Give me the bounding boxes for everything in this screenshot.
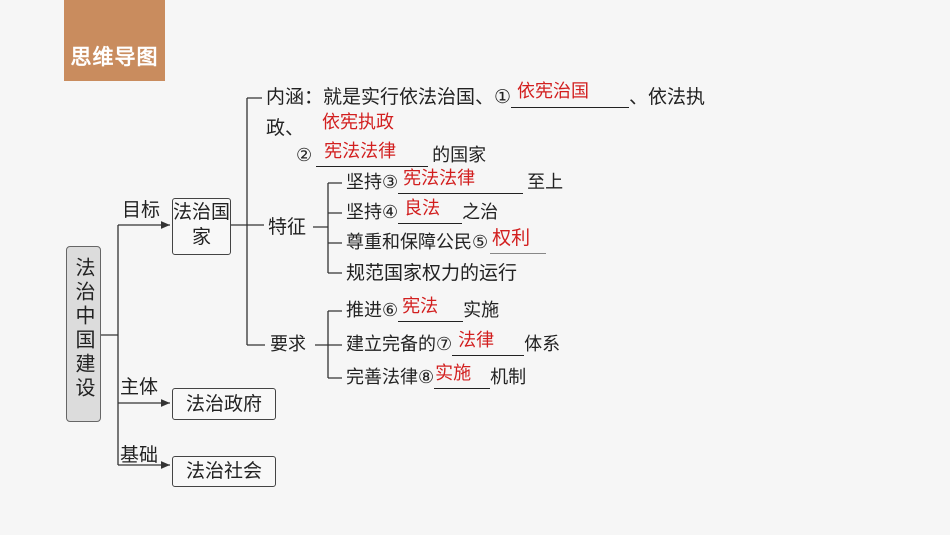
answer-blank-6[interactable]: 宪法 [398, 296, 464, 322]
branch-label-basis: 基础 [120, 444, 159, 466]
requirements-label: 要求 [270, 334, 306, 355]
answer-blank-8[interactable]: 实施 [434, 363, 491, 389]
feature-prefix: 坚持④ [346, 202, 399, 223]
answer-blank-2[interactable]: 宪法法律 [316, 141, 429, 167]
answer-7: 法律 [458, 330, 495, 351]
answer-extra: 依宪执政 [322, 112, 394, 133]
branch-label-goal: 目标 [122, 199, 161, 221]
answer-3: 宪法法律 [403, 168, 476, 189]
requirement-suffix: 机制 [490, 367, 527, 388]
requirement-prefix: 完善法律⑧ [346, 367, 435, 388]
connotation-text-mid: 、依法执 [629, 86, 706, 108]
answer-blank-5[interactable]: 权利 [490, 227, 547, 254]
answer-blank-1[interactable]: 依宪治国 [511, 81, 630, 108]
requirement-suffix: 体系 [524, 334, 561, 355]
requirement-suffix: 实施 [463, 300, 500, 321]
answer-8: 实施 [435, 363, 472, 384]
feature-suffix: 之治 [462, 202, 499, 223]
answer-6: 宪法 [402, 296, 439, 317]
answer-blank-4[interactable]: 良法 [398, 198, 463, 224]
answer-2: 宪法法律 [324, 141, 397, 162]
feature-item-6: 规范国家权力的运行 [346, 262, 518, 284]
feature-prefix: 坚持③ [346, 172, 399, 193]
root-node: 法治中国建设 [66, 246, 101, 422]
feature-item-2: ② 宪法法律 的国家 [296, 141, 487, 167]
root-label: 法治中国建设 [72, 257, 96, 401]
connotation-line2: 政、 [266, 117, 305, 139]
features-label: 特征 [268, 216, 307, 238]
node-rule-of-law-state: 法治国家 [172, 198, 231, 255]
answer-blank-7[interactable]: 法律 [452, 330, 525, 356]
answer-4: 良法 [404, 198, 441, 219]
branch-label-subject: 主体 [120, 376, 159, 398]
node-rule-of-law-society: 法治社会 [172, 456, 276, 487]
answer-blank-3[interactable]: 宪法法律 [398, 168, 524, 194]
answer-5: 权利 [492, 227, 531, 249]
connotation-text: 内涵：就是实行依法治国、① [266, 86, 512, 108]
title-banner: 思维导图 [64, 0, 165, 81]
feature-2-num: ② [296, 145, 313, 166]
requirement-prefix: 建立完备的⑦ [346, 334, 453, 355]
answer-1: 依宪治国 [517, 81, 590, 102]
node-rule-of-law-government: 法治政府 [172, 388, 276, 420]
feature-2-suffix: 的国家 [432, 145, 487, 166]
feature-suffix: 至上 [527, 172, 564, 193]
feature-prefix: 尊重和保障公民⑤ [346, 232, 489, 253]
title-text: 思维导图 [70, 44, 159, 69]
requirement-prefix: 推进⑥ [346, 300, 399, 321]
